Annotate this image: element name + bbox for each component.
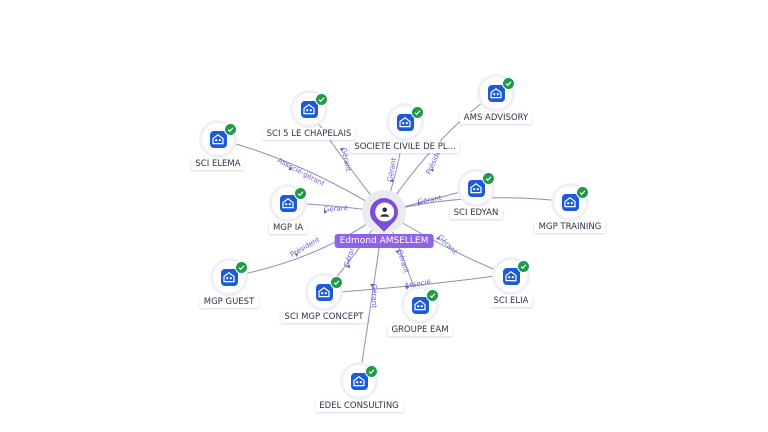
check-icon: [330, 276, 343, 289]
company-icon: [350, 372, 368, 390]
check-icon: [224, 123, 237, 136]
edge-label-sci-elia: Gérant: [436, 233, 459, 256]
edge-label-sci-elema: Associé-gérant: [276, 156, 326, 188]
company-icon: [209, 130, 227, 148]
edge-arrow-sci-elema: [288, 166, 293, 171]
check-icon: [517, 260, 530, 273]
company-name-label: SCI ELEMA: [191, 158, 245, 170]
company-circle[interactable]: [213, 261, 245, 293]
person-name-label: Edmond AMSELLEM: [334, 234, 434, 248]
edge-arrow-sci-5-le-chapelais: [339, 147, 344, 152]
edge-arrow-edel-consulting: [369, 284, 375, 287]
company-icon: [300, 100, 318, 118]
edge-label-groupe-eam: Gérant: [395, 249, 410, 275]
edge-arrow-mgp-ia: [323, 209, 328, 215]
check-icon: [426, 289, 439, 302]
edge-arrow-societe-civile: [389, 178, 395, 183]
edge-label-edel-consulting: Gérant: [370, 284, 378, 308]
check-icon: [576, 186, 589, 199]
company-name-label: SCI ELIA: [489, 295, 533, 307]
check-icon: [235, 261, 248, 274]
company-icon: [396, 113, 414, 131]
check-icon: [365, 365, 378, 378]
person-pin[interactable]: [364, 192, 404, 232]
edge-arrow-mgp-guest: [294, 253, 299, 257]
company-circle[interactable]: [272, 187, 304, 219]
company-name-label: GROUPE EAM: [387, 324, 453, 336]
edge-arrow-extra-0: [405, 285, 410, 290]
company-name-label: SOCIETE CIVILE DE PL...: [350, 141, 460, 153]
company-icon: [487, 84, 505, 102]
company-name-label: SCI 5 LE CHAPELAIS: [262, 128, 356, 140]
company-name-label: SCI EDYAN: [449, 207, 503, 219]
check-icon: [315, 93, 328, 106]
edge-arrow-groupe-eam: [395, 249, 400, 254]
company-name-label: MGP TRAINING: [534, 221, 606, 233]
company-icon: [315, 283, 333, 301]
edge-label-extra-0: Associé: [404, 278, 431, 290]
company-icon: [502, 267, 520, 285]
company-icon: [279, 194, 297, 212]
company-icon: [561, 193, 579, 211]
company-name-label: SCI MGP CONCEPT: [280, 311, 368, 323]
edge-arrow-ams-advisory: [429, 168, 434, 172]
edge-label-mgp-ia: Gérant: [324, 204, 349, 214]
edge-extra-0: [339, 275, 496, 293]
company-name-label: EDEL CONSULTING: [315, 400, 403, 412]
edge-arrow-sci-mgp-concept: [346, 264, 351, 269]
company-icon: [467, 179, 485, 197]
check-icon: [411, 106, 424, 119]
check-icon: [294, 187, 307, 200]
company-name-label: MGP IA: [268, 222, 308, 234]
check-icon: [502, 77, 515, 90]
check-icon: [482, 172, 495, 185]
edge-arrow-sci-elia: [435, 235, 440, 240]
company-name-label: MGP GUEST: [199, 296, 259, 308]
company-icon: [220, 268, 238, 286]
company-name-label: AMS ADVISORY: [459, 112, 533, 124]
person-icon: [379, 207, 389, 217]
company-icon: [411, 296, 429, 314]
